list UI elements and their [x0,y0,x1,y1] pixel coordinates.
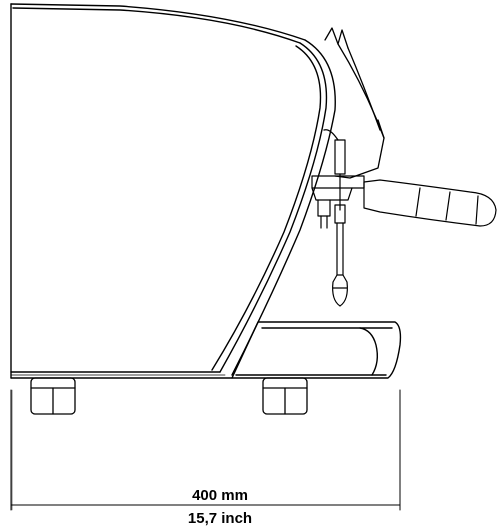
front-panel [323,27,385,179]
dimension-imperial-label: 15,7 inch [187,510,253,527]
portafilter [311,175,497,229]
steam-wand [332,139,348,307]
machine-feet [30,377,308,415]
dimension-lines [10,389,401,511]
dimension-metric-label: 400 mm [192,487,248,504]
drip-tray [231,321,402,379]
machine-body [10,3,336,379]
foot-left [30,377,76,415]
foot-right [262,377,308,415]
